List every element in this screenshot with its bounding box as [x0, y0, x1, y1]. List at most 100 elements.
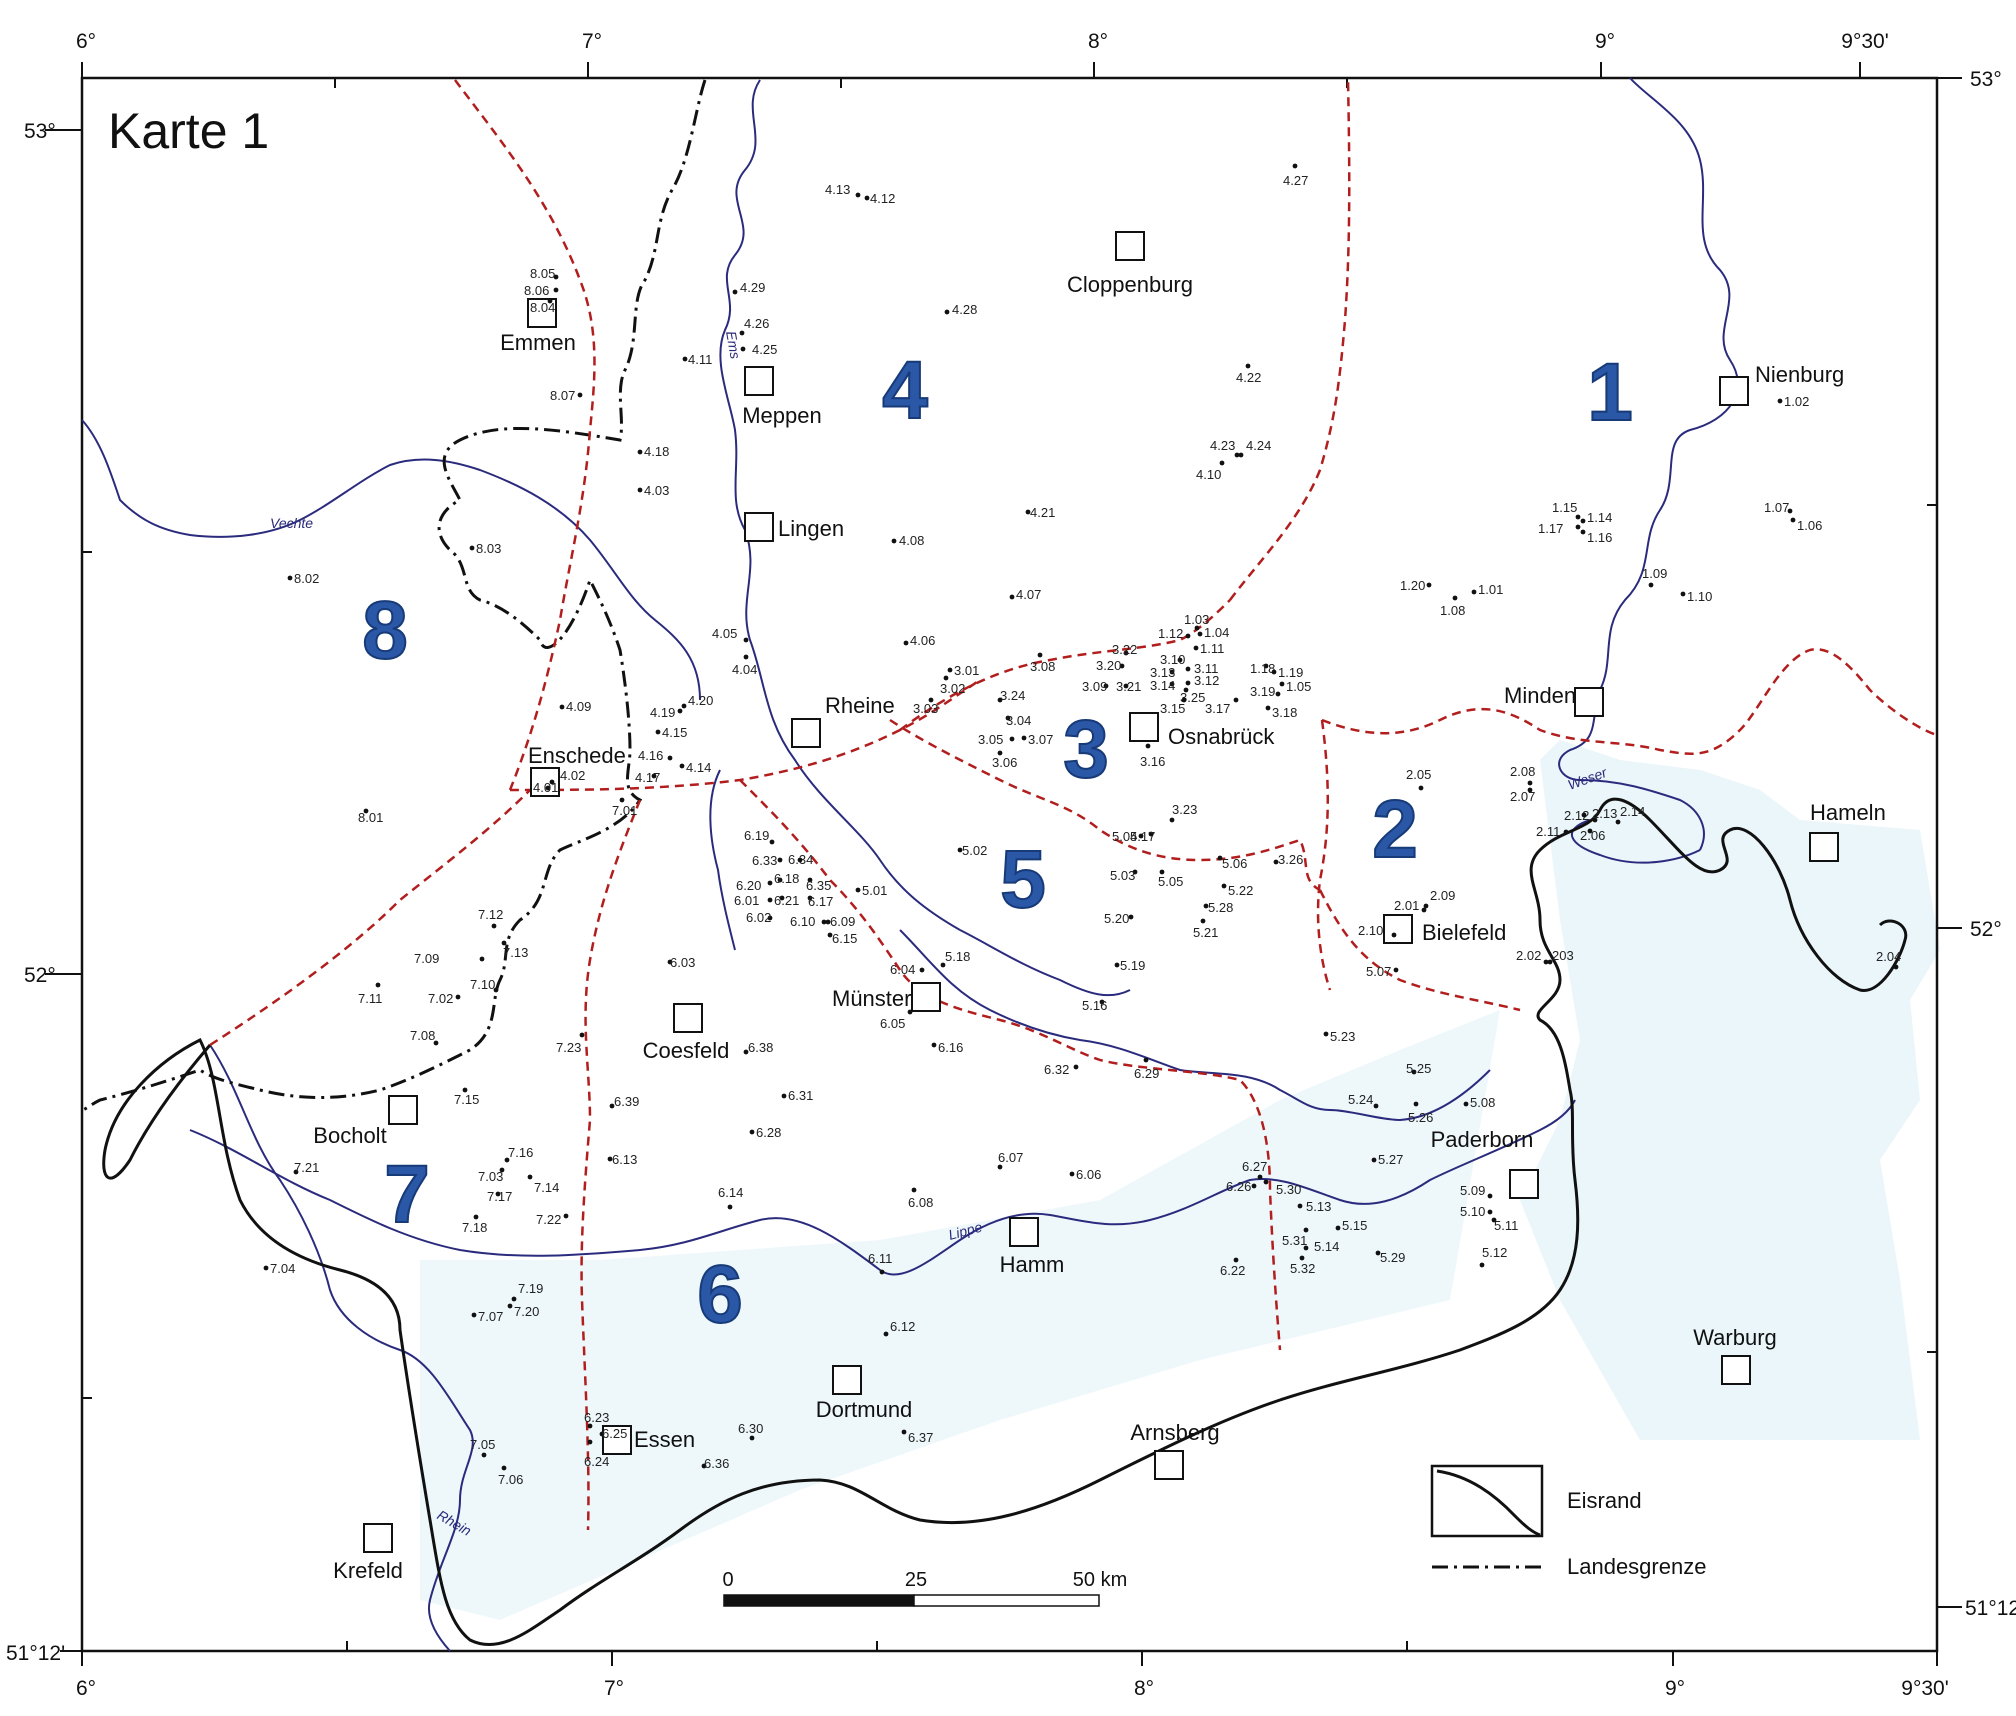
svg-text:7.17: 7.17: [487, 1189, 512, 1204]
svg-text:6.39: 6.39: [614, 1094, 639, 1109]
svg-text:1.17: 1.17: [1538, 521, 1563, 536]
lat-tick-left-5112: 51°12': [6, 1642, 65, 1665]
sample-point: 3.22: [1112, 642, 1137, 657]
sample-point: 5.25: [1406, 1061, 1431, 1076]
lon-tick-bottom-6: 6°: [76, 1677, 96, 1700]
sample-point: 5.26: [1408, 1101, 1433, 1125]
sample-point: 3.11: [1185, 661, 1218, 676]
sample-point: 5.21: [1193, 918, 1218, 940]
svg-text:7.21: 7.21: [294, 1160, 319, 1175]
sample-point: 6.11: [868, 1251, 892, 1275]
city-coesfeld: Coesfeld: [643, 1038, 730, 1063]
svg-text:8.03: 8.03: [476, 541, 501, 556]
river-label-vechte: Vechte: [270, 515, 313, 531]
svg-text:4.26: 4.26: [744, 316, 769, 331]
svg-text:6.20: 6.20: [736, 878, 761, 893]
river-weser: [1558, 77, 1739, 851]
sample-point: 5.07: [1366, 964, 1399, 979]
sample-point: 6.16: [931, 1040, 963, 1055]
boundary-3-4: [899, 599, 1231, 732]
sample-point: 7.11: [358, 982, 382, 1006]
svg-text:8.02: 8.02: [294, 571, 319, 586]
region-number-5: 5: [1000, 834, 1046, 925]
svg-text:1.07: 1.07: [1764, 500, 1789, 515]
city-minden: Minden: [1504, 683, 1576, 708]
city-warburg: Warburg: [1693, 1325, 1777, 1350]
svg-text:4.02: 4.02: [560, 768, 585, 783]
sample-point: 203: [1547, 948, 1574, 965]
svg-text:7.16: 7.16: [508, 1145, 533, 1160]
city-emmen: Emmen: [500, 330, 576, 355]
lon-tick-bottom-7: 7°: [604, 1677, 624, 1700]
sample-point: 7.13: [501, 940, 528, 960]
city-hameln: Hameln: [1810, 800, 1886, 825]
svg-text:4.08: 4.08: [899, 533, 924, 548]
sample-point: 4.18: [637, 444, 669, 459]
svg-text:7.07: 7.07: [478, 1309, 503, 1324]
sample-point: 5.19: [1114, 958, 1145, 973]
sample-point: 7.12: [478, 907, 503, 929]
sample-point: 6.10: [790, 914, 827, 929]
sample-point: 4.04: [732, 654, 757, 677]
svg-text:7.20: 7.20: [514, 1304, 539, 1319]
svg-text:6.18: 6.18: [774, 871, 799, 886]
sample-point: 6.06: [1069, 1167, 1101, 1182]
sample-point: 7.07: [471, 1309, 503, 1324]
boundary-8-top: [509, 678, 981, 792]
svg-text:3.13: 3.13: [1150, 665, 1175, 680]
svg-text:1.16: 1.16: [1587, 530, 1612, 545]
svg-text:6.26: 6.26: [1226, 1179, 1251, 1194]
sample-point: 5.29: [1375, 1250, 1405, 1265]
sample-point: 5.24: [1348, 1092, 1379, 1109]
svg-text:4.07: 4.07: [1016, 587, 1041, 602]
sample-point: 3.13: [1150, 665, 1175, 680]
svg-text:1.15: 1.15: [1552, 500, 1577, 515]
svg-text:6.02: 6.02: [746, 910, 771, 925]
sample-point: 5.04: [1112, 829, 1144, 844]
sample-point: 2.12: [1564, 808, 1589, 823]
sample-point: 4.13: [825, 182, 861, 198]
svg-text:7.08: 7.08: [410, 1028, 435, 1043]
sample-point: 8.03: [469, 541, 501, 556]
sample-point: 4.23: [1210, 438, 1240, 458]
sample-point: 4.02: [549, 768, 585, 785]
svg-text:1.04: 1.04: [1204, 625, 1229, 640]
svg-text:3.02: 3.02: [940, 681, 965, 696]
svg-text:6.25: 6.25: [602, 1426, 627, 1441]
city-bielefeld: Bielefeld: [1422, 920, 1506, 945]
sample-point: 1.09: [1642, 566, 1667, 588]
sample-point: 8.05: [530, 266, 559, 281]
city-labels: Cloppenburg Emmen Meppen Lingen Nienburg…: [313, 272, 1886, 1583]
sample-point: 3.10: [1160, 652, 1185, 667]
svg-text:7.01: 7.01: [612, 803, 637, 818]
svg-text:6.37: 6.37: [908, 1430, 933, 1445]
svg-text:5.25: 5.25: [1406, 1061, 1431, 1076]
sample-point: 7.23: [556, 1032, 585, 1055]
svg-text:6.10: 6.10: [790, 914, 815, 929]
sample-point: 2.01: [1394, 898, 1427, 913]
svg-text:1.09: 1.09: [1642, 566, 1667, 581]
svg-text:1.12: 1.12: [1158, 626, 1183, 641]
sample-point: 3.25: [1180, 687, 1205, 705]
svg-text:6.33: 6.33: [752, 853, 777, 868]
svg-text:5.16: 5.16: [1082, 998, 1107, 1013]
boundary-2-1: [1321, 647, 1938, 756]
sample-point: 3.21: [1116, 679, 1141, 694]
sample-point: 1.14: [1580, 510, 1612, 525]
svg-text:7.09: 7.09: [414, 951, 439, 966]
scale-label-50: 50 km: [1073, 1569, 1127, 1591]
sample-point: 1.11: [1193, 641, 1224, 656]
lon-tick-top-8: 8°: [1088, 30, 1108, 53]
sample-point: 3.14: [1150, 678, 1175, 693]
sample-point: 1.15: [1552, 500, 1581, 520]
svg-text:1.10: 1.10: [1687, 589, 1712, 604]
svg-text:2.05: 2.05: [1406, 767, 1431, 782]
svg-text:4.19: 4.19: [650, 705, 675, 720]
svg-text:2.11: 2.11: [1536, 824, 1560, 839]
svg-text:6.31: 6.31: [788, 1088, 813, 1103]
svg-text:2.10: 2.10: [1358, 923, 1383, 938]
sample-point: 4.01: [533, 780, 558, 795]
svg-text:5.17: 5.17: [1130, 829, 1155, 844]
svg-text:4.06: 4.06: [910, 633, 935, 648]
